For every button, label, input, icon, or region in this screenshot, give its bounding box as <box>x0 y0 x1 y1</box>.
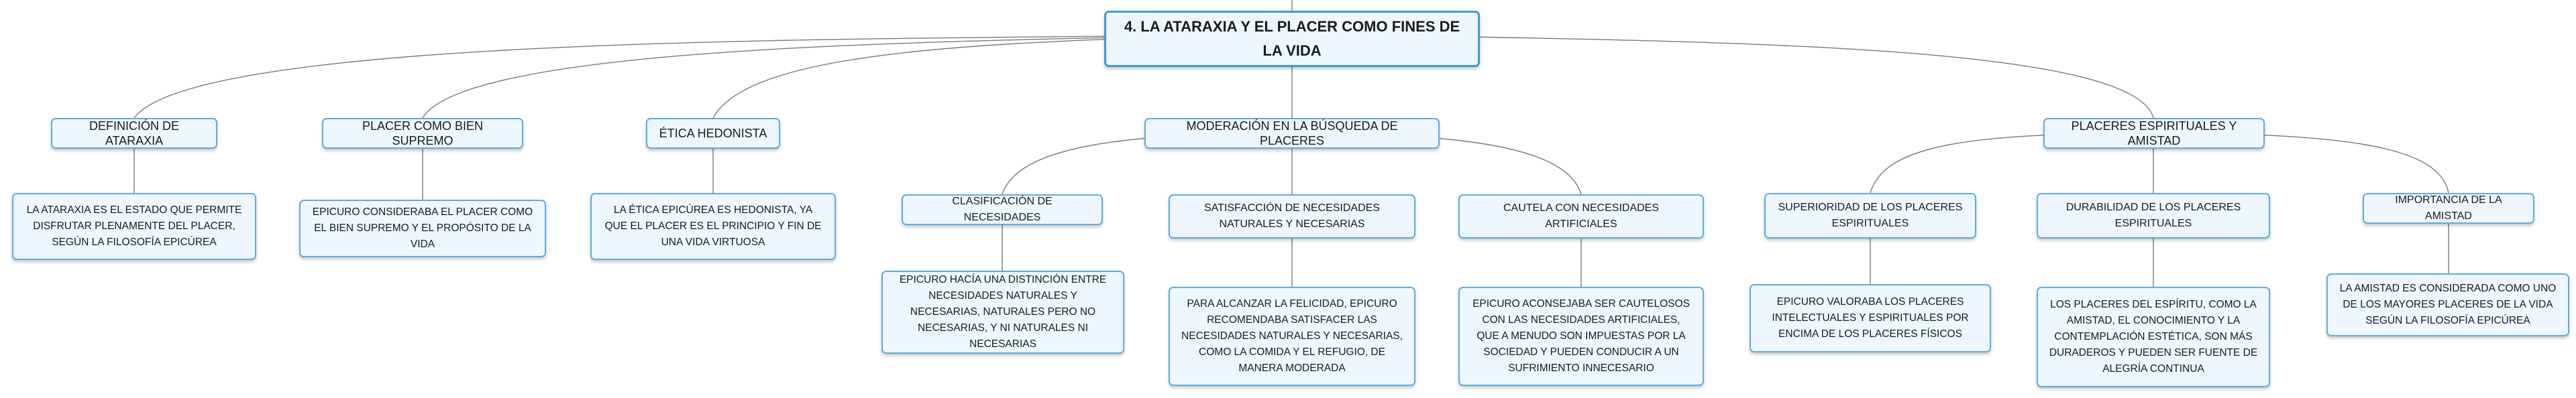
subtopic-label: CLASIFICACIÓN DE NECESIDADES <box>952 196 1053 223</box>
subtopic-label: SUPERIORIDAD DE LOS PLACERES ESPIRITUALE… <box>1778 202 1963 229</box>
subtopic-node-superioridad[interactable]: SUPERIORIDAD DE LOS PLACERES ESPIRITUALE… <box>1764 193 1976 239</box>
subtopic-label: IMPORTANCIA DE LA AMISTAD <box>2395 194 2502 222</box>
subtopic-node-amistad[interactable]: IMPORTANCIA DE LA AMISTAD <box>2363 193 2534 224</box>
subtopic-node-clasificacion[interactable]: CLASIFICACIÓN DE NECESIDADES <box>902 194 1103 225</box>
detail-text: LOS PLACERES DEL ESPÍRITU, COMO LA AMIST… <box>2049 299 2258 375</box>
detail-node-satisfaccion[interactable]: PARA ALCANZAR LA FELICIDAD, EPICURO RECO… <box>1169 287 1415 386</box>
detail-node-ataraxia[interactable]: LA ATARAXIA ES EL ESTADO QUE PERMITE DIS… <box>12 193 256 260</box>
detail-text: PARA ALCANZAR LA FELICIDAD, EPICURO RECO… <box>1181 298 1403 374</box>
topic-node-moderacion[interactable]: MODERACIÓN EN LA BÚSQUEDA DE PLACERES <box>1144 118 1440 149</box>
subtopic-label: SATISFACCIÓN DE NECESIDADES NATURALES Y … <box>1204 202 1380 230</box>
subtopic-node-durabilidad[interactable]: DURABILIDAD DE LOS PLACERES ESPIRITUALES <box>2037 193 2270 239</box>
detail-text: LA AMISTAD ES CONSIDERADA COMO UNO DE LO… <box>2339 283 2557 326</box>
detail-node-etica[interactable]: LA ÉTICA EPICÚREA ES HEDONISTA, YA QUE E… <box>590 193 836 260</box>
topic-label: ÉTICA HEDONISTA <box>659 127 767 140</box>
subtopic-label: CAUTELA CON NECESIDADES ARTIFICIALES <box>1503 202 1660 230</box>
detail-text: LA ATARAXIA ES EL ESTADO QUE PERMITE DIS… <box>26 204 242 248</box>
detail-text: LA ÉTICA EPICÚREA ES HEDONISTA, YA QUE E… <box>604 204 822 248</box>
main-topic-label: 4. LA ATARAXIA Y EL PLACER COMO FINES DE… <box>1124 18 1460 59</box>
topic-label: MODERACIÓN EN LA BÚSQUEDA DE PLACERES <box>1186 119 1398 147</box>
main-topic-node[interactable]: 4. LA ATARAXIA Y EL PLACER COMO FINES DE… <box>1104 11 1480 67</box>
topic-node-etica[interactable]: ÉTICA HEDONISTA <box>646 118 780 149</box>
subtopic-label: DURABILIDAD DE LOS PLACERES ESPIRITUALES <box>2065 202 2241 229</box>
subtopic-node-satisfaccion[interactable]: SATISFACCIÓN DE NECESIDADES NATURALES Y … <box>1169 194 1415 239</box>
topic-node-ataraxia[interactable]: DEFINICIÓN DE ATARAXIA <box>51 118 217 149</box>
detail-node-amistad[interactable]: LA AMISTAD ES CONSIDERADA COMO UNO DE LO… <box>2326 273 2569 336</box>
topic-node-placer[interactable]: PLACER COMO BIEN SUPREMO <box>322 118 523 149</box>
topic-label: PLACERES ESPIRITUALES Y AMISTAD <box>2071 119 2237 147</box>
detail-node-placer[interactable]: EPICURO CONSIDERABA EL PLACER COMO EL BI… <box>299 200 546 257</box>
detail-node-superioridad[interactable]: EPICURO VALORABA LOS PLACERES INTELECTUA… <box>1750 284 1991 352</box>
topic-node-espirituales[interactable]: PLACERES ESPIRITUALES Y AMISTAD <box>2043 118 2265 149</box>
detail-node-clasificacion[interactable]: EPICURO HACÍA UNA DISTINCIÓN ENTRE NECES… <box>881 271 1124 354</box>
detail-node-durabilidad[interactable]: LOS PLACERES DEL ESPÍRITU, COMO LA AMIST… <box>2037 287 2270 387</box>
topic-label: DEFINICIÓN DE ATARAXIA <box>89 119 179 147</box>
detail-text: EPICURO ACONSEJABA SER CAUTELOSOS CON LA… <box>1472 298 1690 374</box>
detail-text: EPICURO CONSIDERABA EL PLACER COMO EL BI… <box>312 206 533 250</box>
detail-node-cautela[interactable]: EPICURO ACONSEJABA SER CAUTELOSOS CON LA… <box>1458 287 1704 386</box>
detail-text: EPICURO HACÍA UNA DISTINCIÓN ENTRE NECES… <box>899 274 1107 350</box>
subtopic-node-cautela[interactable]: CAUTELA CON NECESIDADES ARTIFICIALES <box>1458 194 1704 239</box>
detail-text: EPICURO VALORABA LOS PLACERES INTELECTUA… <box>1772 296 1969 340</box>
topic-label: PLACER COMO BIEN SUPREMO <box>362 119 484 147</box>
